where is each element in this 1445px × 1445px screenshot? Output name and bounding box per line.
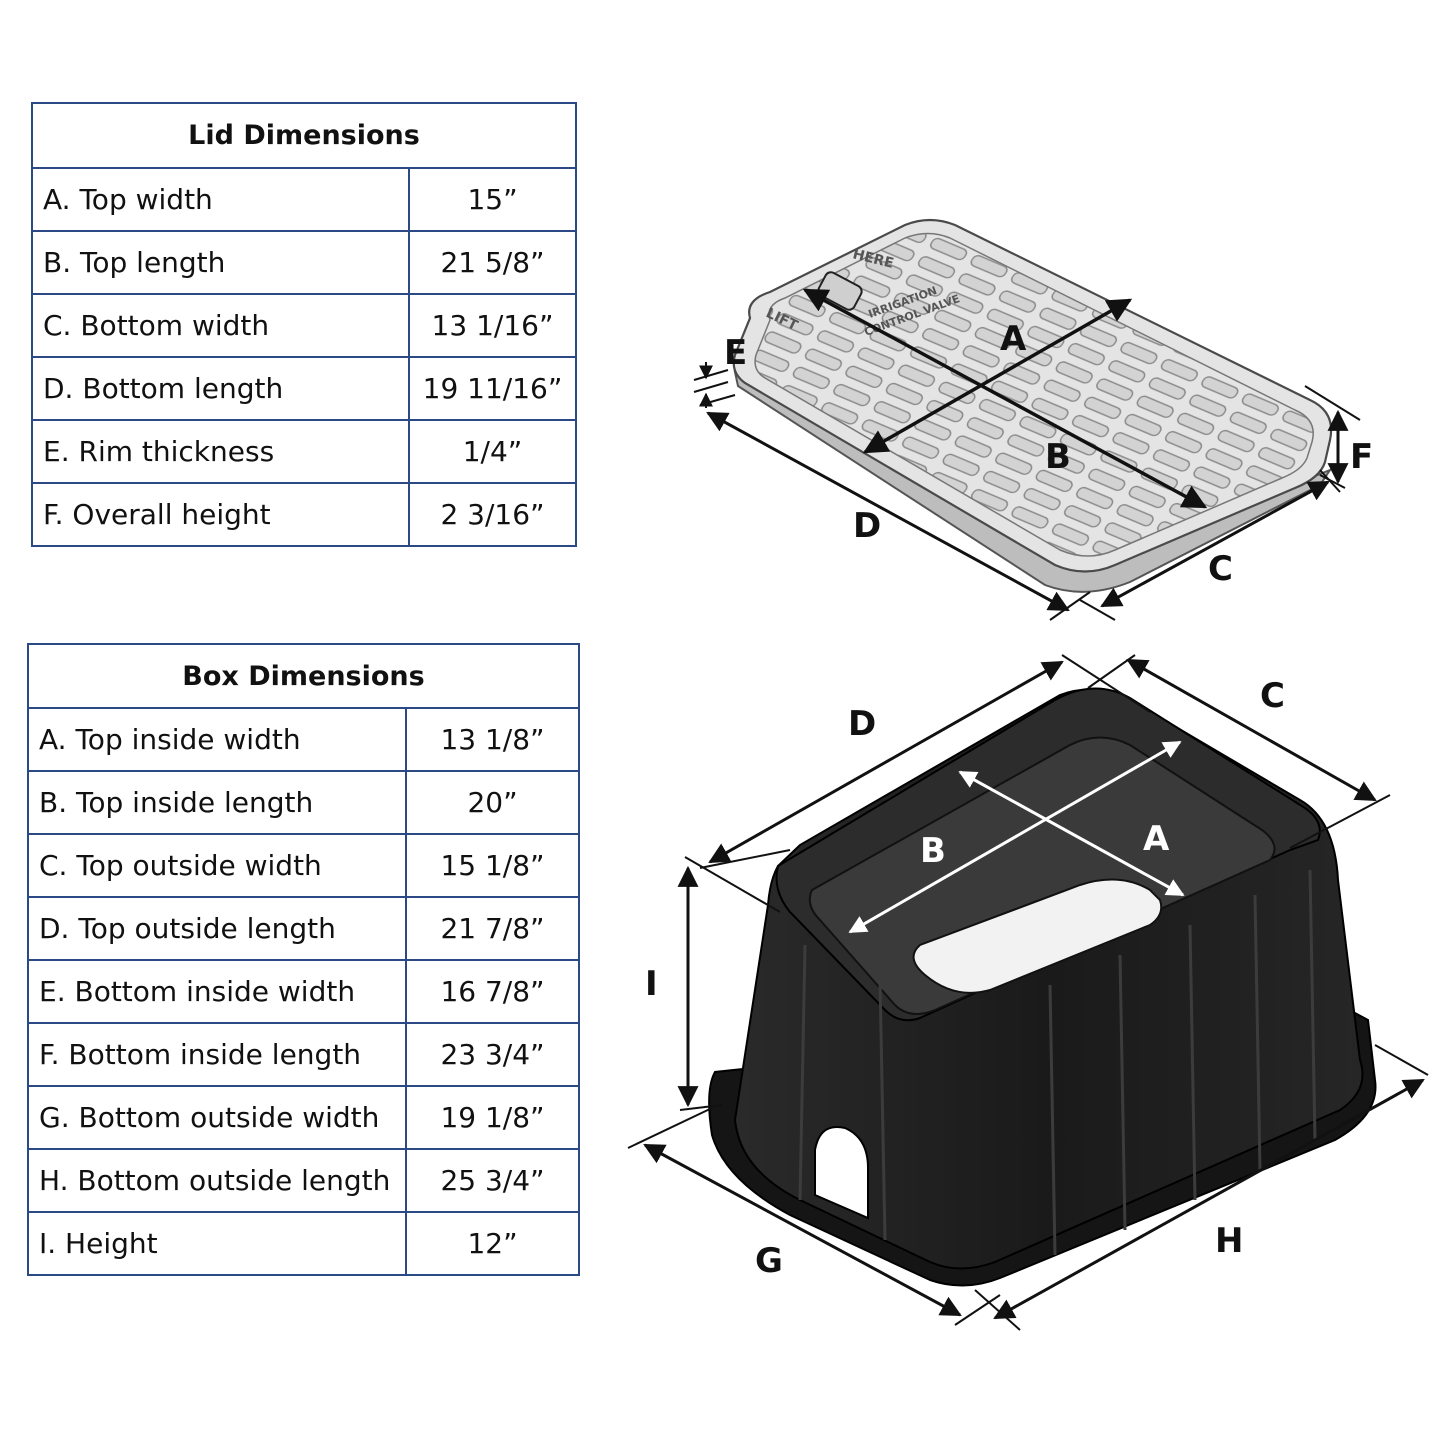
row-value: 13 1/8” <box>404 707 581 772</box>
row-value: 21 7/8” <box>404 896 581 961</box>
lid-dimension-c-ext1 <box>1079 599 1116 621</box>
row-value: 19 1/8” <box>404 1085 581 1150</box>
row-label: A. Top inside width <box>27 707 407 772</box>
lid-label-e: E <box>724 333 747 373</box>
row-value: 20” <box>404 770 581 835</box>
box-dimension-h-line <box>993 1078 1425 1320</box>
row-label: H. Bottom outside length <box>27 1148 407 1213</box>
row-value: 21 5/8” <box>407 230 578 295</box>
lid-dimension-d-ext2 <box>1049 591 1091 621</box>
lid-dimension-c-line <box>1100 480 1330 608</box>
box-table-title: Box Dimensions <box>26 643 581 709</box>
row-value: 12” <box>404 1211 581 1276</box>
lid-label-d: D <box>853 506 881 546</box>
lid-label-f: F <box>1350 437 1373 477</box>
lid-dimension-d-line <box>706 411 1070 612</box>
row-value: 23 3/4” <box>404 1022 581 1087</box>
row-label: E. Bottom inside width <box>27 959 407 1024</box>
lid-label-b: B <box>1045 437 1071 477</box>
box-dimension-g-line <box>643 1143 962 1317</box>
box-dimension-i-ext1 <box>684 856 781 913</box>
row-value: 16 7/8” <box>404 959 581 1024</box>
lid-drawing: LIFT HERE IRRIGATION CONTROL VALVE A B D… <box>693 218 1373 621</box>
lid-dimension-b-line <box>802 288 1208 509</box>
row-value: 25 3/4” <box>404 1148 581 1213</box>
lid-dimension-e-ext2 <box>693 381 729 393</box>
row-value: 2 3/16” <box>407 482 578 547</box>
row-label: F. Bottom inside length <box>27 1022 407 1087</box>
row-label: D. Bottom length <box>31 356 410 421</box>
row-label: F. Overall height <box>31 482 410 547</box>
box-label-g: G <box>755 1241 783 1281</box>
box-label-h: H <box>1215 1221 1243 1261</box>
row-value: 15” <box>407 167 578 232</box>
box-dimension-c-ext2 <box>1289 794 1391 849</box>
box-label-i: I <box>645 964 658 1004</box>
row-label: A. Top width <box>31 167 410 232</box>
row-label: B. Top length <box>31 230 410 295</box>
box-label-b: B <box>920 831 946 871</box>
box-dimension-b-line <box>848 740 1182 934</box>
lid-label-c: C <box>1208 549 1233 589</box>
box-label-a: A <box>1143 819 1170 859</box>
lid-dimension-e-ext1 <box>693 369 729 381</box>
lid-dimension-f-ext2 <box>1319 474 1346 489</box>
box-dimension-h-ext2 <box>1374 1044 1429 1076</box>
box-label-c: C <box>1260 676 1285 716</box>
row-label: E. Rim thickness <box>31 419 410 484</box>
row-label: G. Bottom outside width <box>27 1085 407 1150</box>
row-label: B. Top inside length <box>27 770 407 835</box>
row-label: C. Top outside width <box>27 833 407 898</box>
row-value: 19 11/16” <box>407 356 578 421</box>
row-value: 13 1/16” <box>407 293 578 358</box>
row-label: I. Height <box>27 1211 407 1276</box>
lid-table-title: Lid Dimensions <box>30 102 578 169</box>
box-dimension-c-ext1 <box>1087 654 1136 689</box>
box-label-d: D <box>848 704 876 744</box>
box-dimension-c-line <box>1126 658 1377 802</box>
row-value: 15 1/8” <box>404 833 581 898</box>
box-dimension-g-ext1 <box>627 1107 713 1149</box>
row-label: C. Bottom width <box>31 293 410 358</box>
box-dimension-i-ext2 <box>679 1104 723 1111</box>
lid-dimension-f-ext1 <box>1304 385 1361 421</box>
lid-label-a: A <box>1000 319 1027 359</box>
row-value: 1/4” <box>407 419 578 484</box>
box-dimension-g-ext2 <box>954 1294 1001 1326</box>
row-label: D. Top outside length <box>27 896 407 961</box>
box-drawing: I D C A B G H <box>627 654 1429 1331</box>
